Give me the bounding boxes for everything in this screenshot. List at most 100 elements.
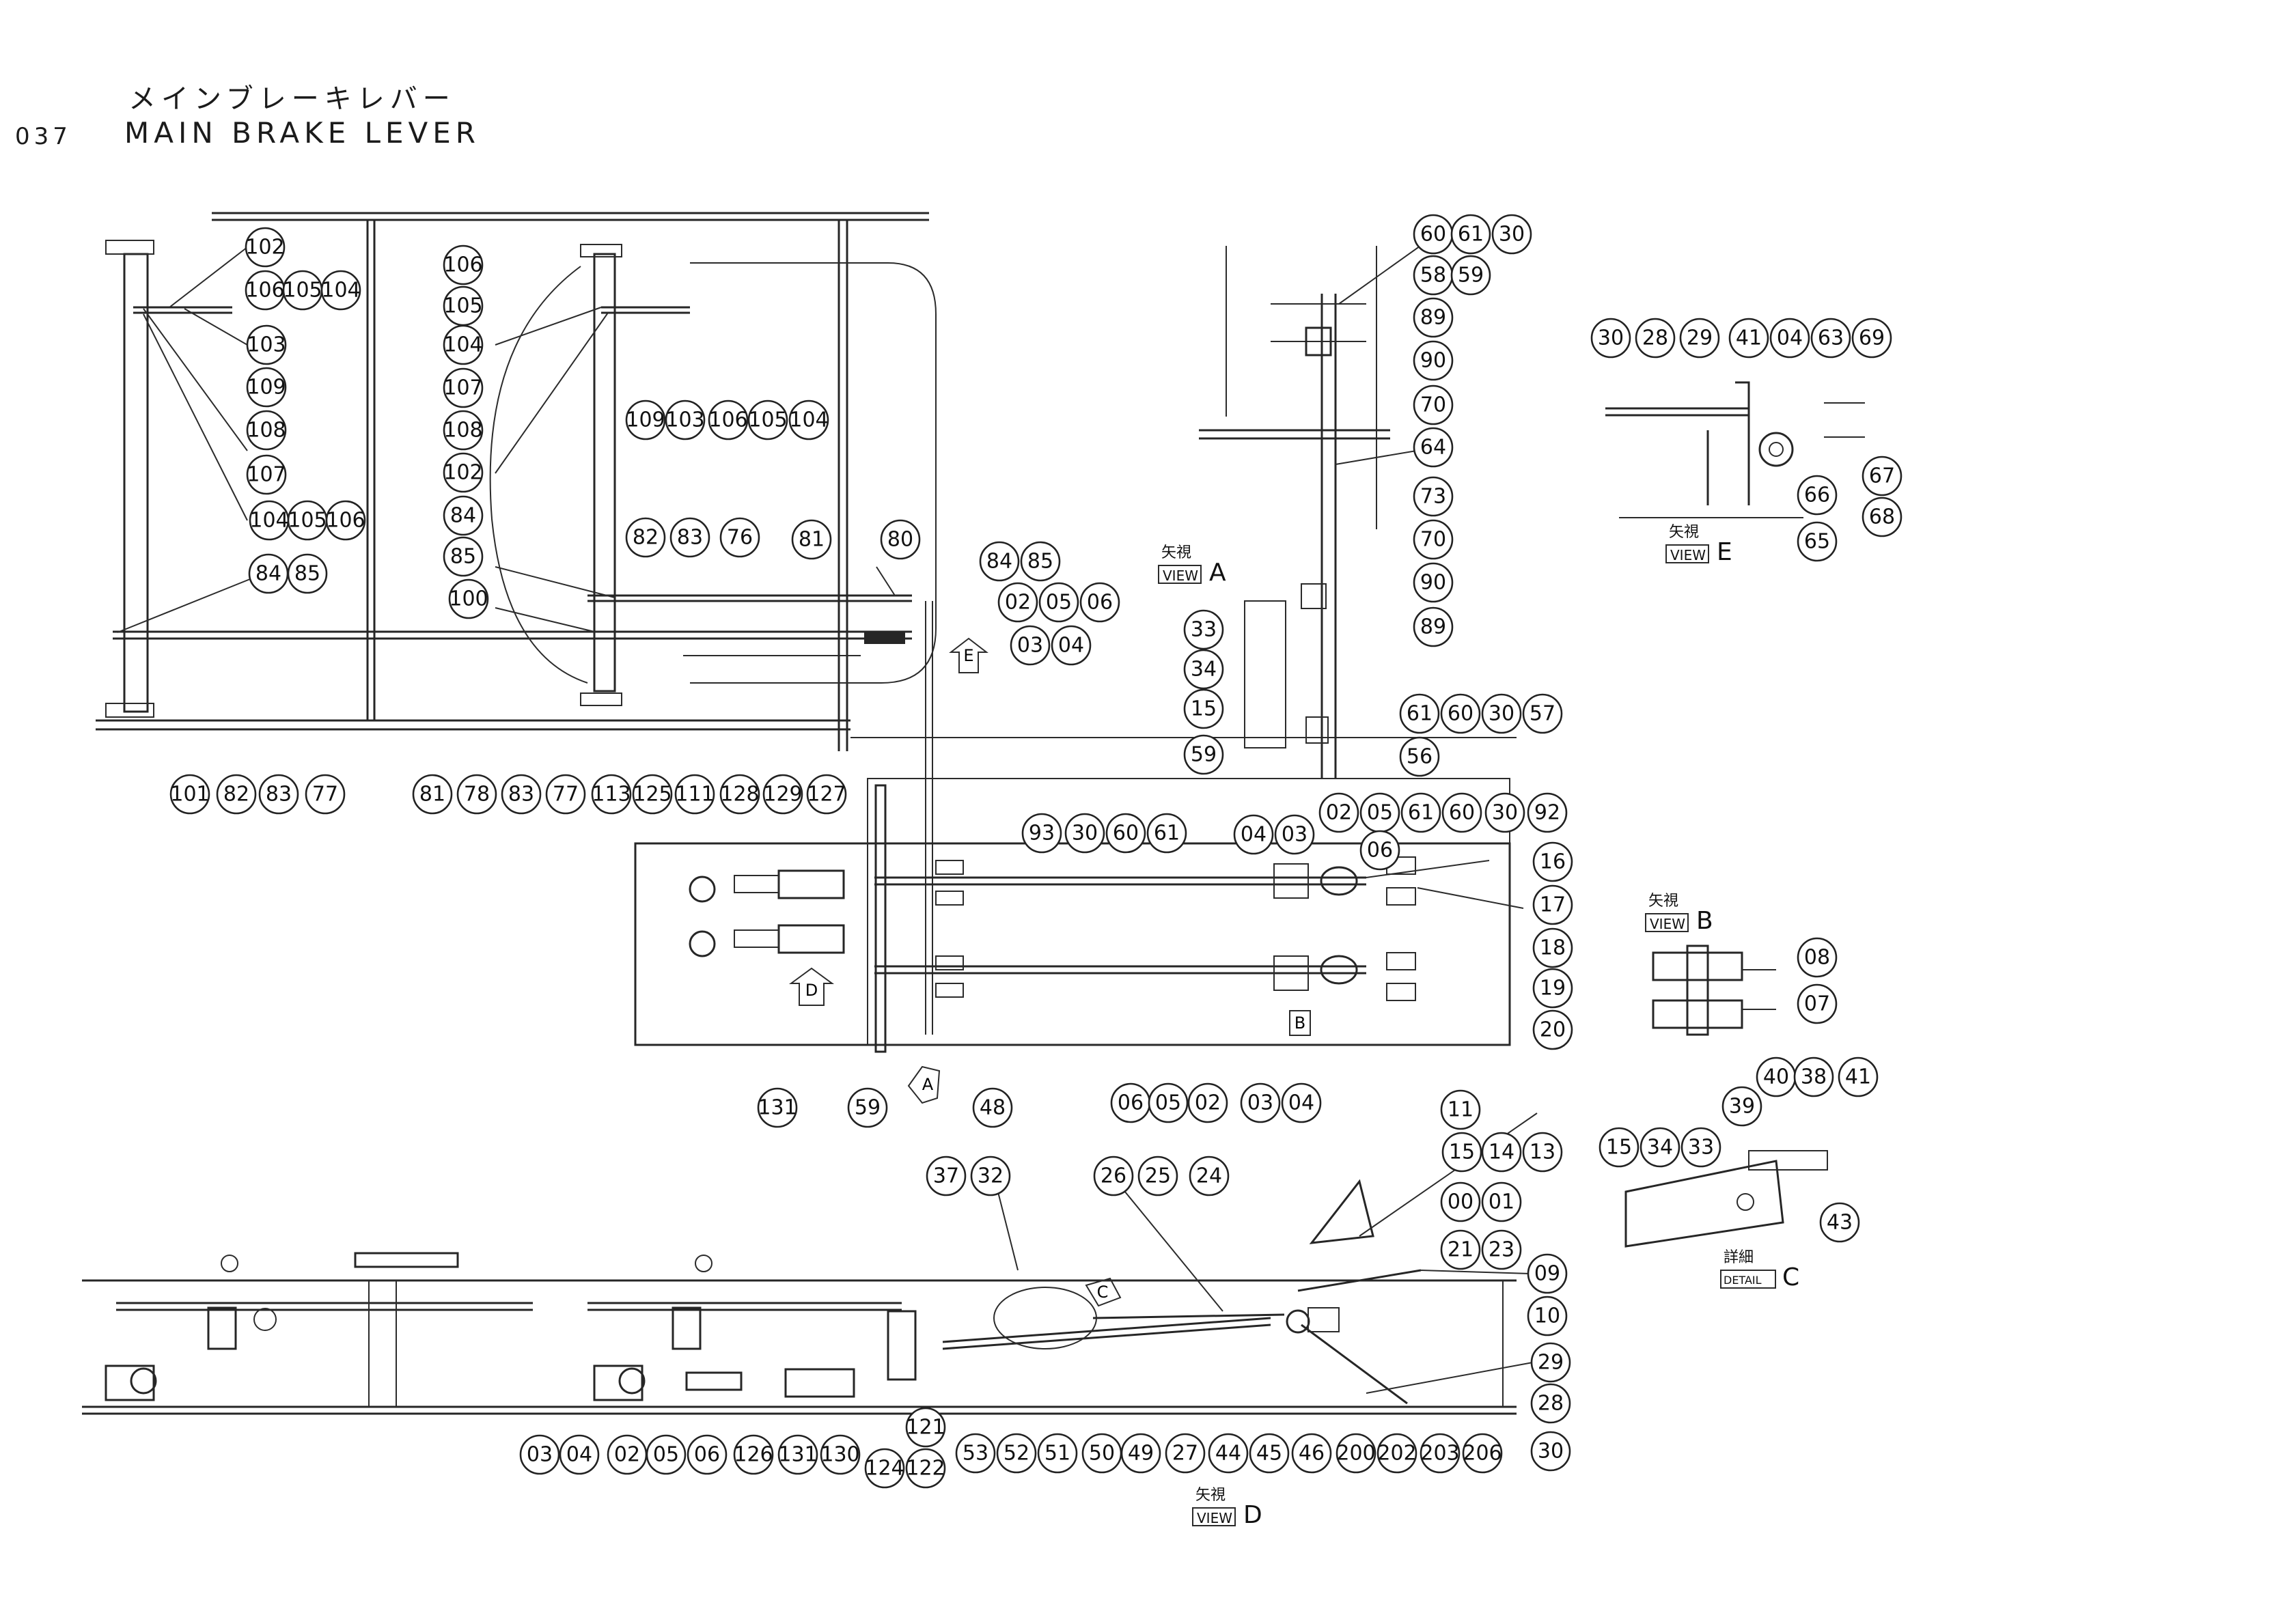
callout-05-d[interactable]: 05 [646,1434,687,1475]
callout-105-d[interactable]: 105 [747,400,788,440]
callout-29-b[interactable]: 29 [1530,1342,1571,1383]
callout-30-a[interactable]: 30 [1064,813,1105,854]
callout-104-a[interactable]: 104 [320,270,361,311]
callout-206[interactable]: 206 [1462,1433,1503,1474]
callout-124[interactable]: 124 [864,1448,905,1489]
callout-17[interactable]: 17 [1532,884,1573,925]
callout-05-a[interactable]: 05 [1038,582,1079,623]
callout-39[interactable]: 39 [1721,1086,1762,1127]
callout-03-b[interactable]: 03 [1274,814,1315,855]
callout-27[interactable]: 27 [1165,1433,1206,1474]
callout-106-a[interactable]: 106 [245,270,286,311]
callout-29-a[interactable]: 29 [1679,318,1720,359]
callout-100[interactable]: 100 [448,578,489,619]
callout-101[interactable]: 101 [169,774,210,815]
callout-45[interactable]: 45 [1249,1433,1290,1474]
callout-02-c[interactable]: 02 [1187,1082,1228,1123]
callout-04-c[interactable]: 04 [1281,1082,1322,1123]
callout-25[interactable]: 25 [1137,1156,1178,1196]
callout-106-d[interactable]: 106 [708,400,749,440]
callout-28-b[interactable]: 28 [1530,1383,1571,1424]
callout-61-d[interactable]: 61 [1399,693,1440,734]
callout-19[interactable]: 19 [1532,968,1573,1009]
callout-66[interactable]: 66 [1797,475,1838,516]
callout-13[interactable]: 13 [1522,1132,1563,1173]
callout-43[interactable]: 43 [1819,1202,1860,1243]
callout-202[interactable]: 202 [1376,1433,1417,1474]
callout-125-a[interactable]: 125 [632,774,673,815]
callout-93[interactable]: 93 [1021,813,1062,854]
callout-84-a[interactable]: 84 [248,553,289,594]
callout-109-a[interactable]: 109 [246,367,287,408]
callout-38[interactable]: 38 [1793,1056,1834,1097]
callout-80[interactable]: 80 [880,519,921,560]
callout-106-c[interactable]: 106 [443,244,484,285]
callout-106-b[interactable]: 106 [325,500,366,541]
callout-102-b[interactable]: 102 [443,452,484,493]
callout-102-a[interactable]: 102 [245,227,286,268]
callout-84-c[interactable]: 84 [979,541,1020,582]
callout-104-c[interactable]: 104 [443,324,484,365]
callout-14[interactable]: 14 [1481,1132,1522,1173]
callout-33-a[interactable]: 33 [1183,609,1224,650]
callout-70-b[interactable]: 70 [1413,519,1454,560]
callout-104-b[interactable]: 104 [249,500,290,541]
callout-46[interactable]: 46 [1291,1433,1332,1474]
callout-81-a[interactable]: 81 [791,519,832,560]
callout-52[interactable]: 52 [996,1433,1037,1474]
callout-04-e[interactable]: 04 [559,1434,600,1475]
callout-16[interactable]: 16 [1532,841,1573,882]
callout-03-a[interactable]: 03 [1010,625,1051,666]
callout-48[interactable]: 48 [972,1087,1013,1128]
callout-129[interactable]: 129 [762,774,803,815]
callout-34-b[interactable]: 34 [1639,1127,1680,1168]
callout-70-a[interactable]: 70 [1413,384,1454,425]
callout-06-b[interactable]: 06 [1359,830,1400,871]
callout-108-a[interactable]: 108 [246,410,287,451]
callout-200[interactable]: 200 [1336,1433,1376,1474]
callout-113[interactable]: 113 [591,774,632,815]
callout-61-b[interactable]: 61 [1400,792,1441,833]
callout-73[interactable]: 73 [1413,476,1454,517]
callout-37[interactable]: 37 [926,1156,967,1196]
callout-105-b[interactable]: 105 [287,500,328,541]
callout-50[interactable]: 50 [1081,1433,1122,1474]
callout-60-d[interactable]: 60 [1440,693,1481,734]
callout-64[interactable]: 64 [1413,427,1454,468]
callout-26[interactable]: 26 [1093,1156,1134,1196]
callout-15-a[interactable]: 15 [1183,688,1224,729]
callout-127[interactable]: 127 [806,774,847,815]
callout-03-d[interactable]: 03 [519,1434,560,1475]
callout-90-b[interactable]: 90 [1413,562,1454,603]
callout-04-b[interactable]: 04 [1233,814,1274,855]
callout-81-b[interactable]: 81 [412,774,453,815]
callout-63[interactable]: 63 [1810,318,1851,359]
callout-89-b[interactable]: 89 [1413,606,1454,647]
callout-131-b[interactable]: 131 [777,1434,818,1475]
callout-109-b[interactable]: 109 [625,400,666,440]
callout-23[interactable]: 23 [1481,1229,1522,1270]
callout-122[interactable]: 122 [905,1448,946,1489]
callout-06-a[interactable]: 06 [1079,582,1120,623]
callout-126[interactable]: 126 [733,1434,774,1475]
callout-68[interactable]: 68 [1862,496,1902,537]
callout-04-d[interactable]: 04 [1769,318,1810,359]
callout-10[interactable]: 10 [1527,1296,1568,1336]
callout-77-b[interactable]: 77 [545,774,586,815]
callout-92[interactable]: 92 [1527,792,1568,833]
callout-07[interactable]: 07 [1797,983,1838,1024]
callout-58[interactable]: 58 [1413,255,1454,296]
callout-04-a[interactable]: 04 [1051,625,1092,666]
callout-00[interactable]: 00 [1440,1181,1481,1222]
callout-121[interactable]: 121 [905,1407,946,1448]
callout-61-a[interactable]: 61 [1146,813,1187,854]
callout-02-a[interactable]: 02 [997,582,1038,623]
callout-107-a[interactable]: 107 [246,454,287,495]
callout-84-b[interactable]: 84 [443,495,484,536]
callout-01[interactable]: 01 [1481,1181,1522,1222]
callout-03-c[interactable]: 03 [1240,1082,1281,1123]
callout-105-a[interactable]: 105 [282,270,323,311]
callout-34-a[interactable]: 34 [1183,649,1224,690]
callout-85-b[interactable]: 85 [443,536,484,577]
callout-90-a[interactable]: 90 [1413,340,1454,381]
